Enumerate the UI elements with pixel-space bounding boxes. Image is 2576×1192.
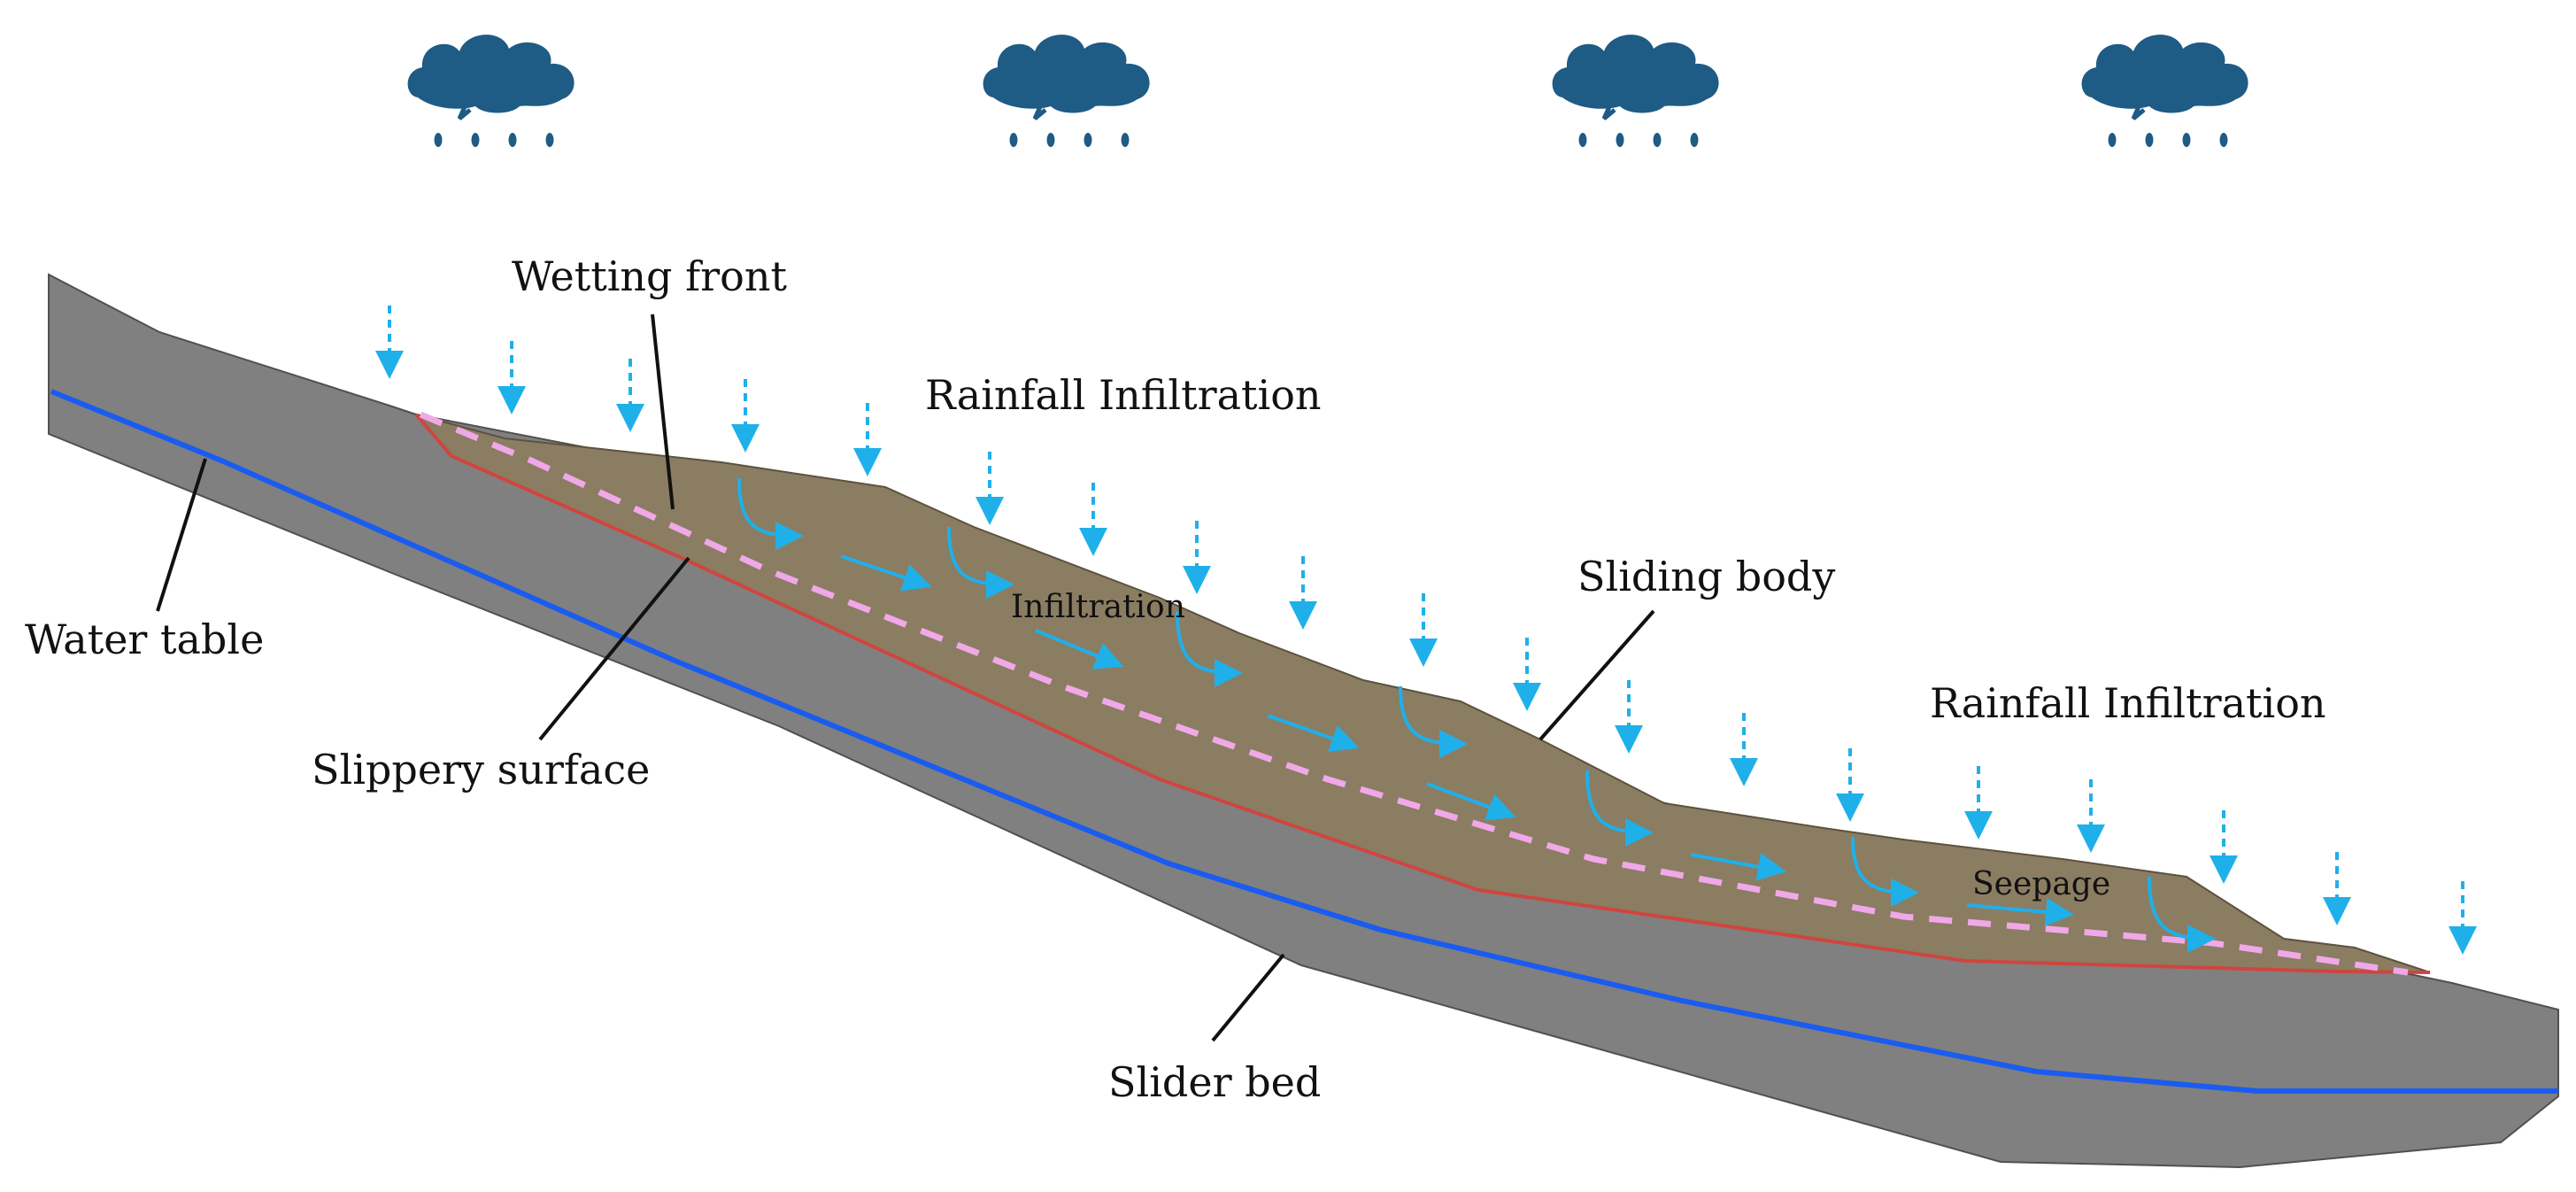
rainfall-infiltration-label: Rainfall Infiltration bbox=[925, 371, 1322, 419]
rain-cloud-icon bbox=[2082, 35, 2248, 147]
curved-flow-arrow-icon bbox=[1426, 782, 1516, 821]
curved-infiltration-arrows bbox=[737, 477, 2216, 953]
curved-flow-arrow-icon bbox=[1176, 610, 1243, 687]
curved-flow-arrow-icon bbox=[840, 554, 932, 592]
wetting-front-leader bbox=[651, 313, 675, 510]
wetting-front-label: Wetting front bbox=[512, 252, 787, 300]
curved-flow-arrow-icon bbox=[1399, 685, 1468, 758]
curved-flow-arrow-icon bbox=[1851, 836, 1919, 907]
slippery-surface-leader bbox=[538, 556, 690, 741]
leader-lines bbox=[156, 313, 1655, 1042]
sliding-body-label: Sliding body bbox=[1577, 553, 1835, 600]
sliding-body-leader bbox=[1539, 609, 1655, 741]
water-table-label: Water table bbox=[25, 615, 264, 663]
curved-flow-arrow-icon bbox=[1966, 897, 2074, 926]
rain-cloud-icon bbox=[1553, 35, 1719, 147]
wetting-front-line bbox=[419, 411, 2409, 976]
infiltration-label: Infiltration bbox=[1011, 589, 1185, 625]
curved-flow-arrow-icon bbox=[947, 526, 1014, 599]
rain-cloud-icons bbox=[408, 35, 2248, 147]
slider-bed-label: Slider bed bbox=[1108, 1058, 1321, 1106]
seepage-label: Seepage bbox=[1972, 866, 2110, 902]
curved-flow-arrow-icon bbox=[1690, 853, 1786, 881]
rainfall-infiltration-label: Rainfall Infiltration bbox=[1930, 679, 2326, 727]
curved-flow-arrow-icon bbox=[737, 477, 804, 550]
slippery-surface-line bbox=[414, 413, 2431, 974]
curved-flow-arrow-icon bbox=[2148, 876, 2216, 953]
curved-flow-arrow-icon bbox=[1035, 629, 1124, 670]
seepage-arrows bbox=[840, 554, 2074, 926]
curved-flow-arrow-icon bbox=[1585, 770, 1654, 847]
water-table-line bbox=[50, 389, 2558, 1094]
slippery-surface-label: Slippery surface bbox=[312, 746, 650, 793]
rain-arrows bbox=[375, 306, 2477, 955]
rain-cloud-icon bbox=[408, 35, 575, 147]
rain-cloud-icon bbox=[983, 35, 1150, 147]
water-table-leader bbox=[156, 458, 207, 612]
curved-flow-arrow-icon bbox=[1267, 714, 1360, 753]
slider-bed-leader bbox=[1211, 953, 1285, 1042]
